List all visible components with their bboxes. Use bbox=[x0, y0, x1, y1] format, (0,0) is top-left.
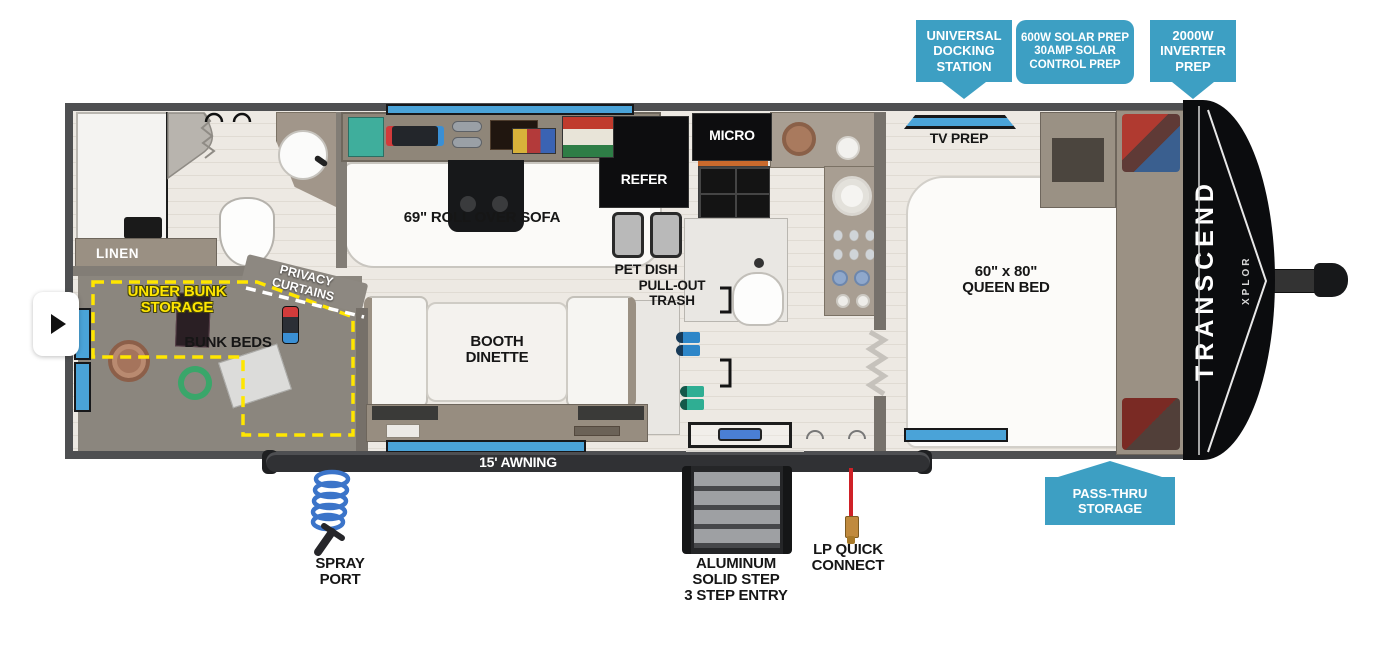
badge-inverter-prep: 2000W INVERTER PREP bbox=[1150, 20, 1236, 82]
awning-label: 15' AWNING bbox=[479, 454, 557, 470]
door-handle-1 bbox=[806, 430, 824, 439]
nightstand-opening bbox=[1052, 138, 1104, 182]
lp-fitting bbox=[845, 516, 859, 538]
pull-out-trash-label: PULL-OUT TRASH bbox=[638, 278, 706, 308]
sideboard-top-right bbox=[578, 406, 644, 420]
sofa-window bbox=[386, 104, 634, 115]
lp-fitting-tip bbox=[847, 536, 855, 544]
white-bowl-1 bbox=[836, 294, 850, 308]
glassware-set bbox=[830, 226, 876, 266]
dinette-bench-left bbox=[364, 296, 428, 408]
spray-port-label: SPRAY PORT bbox=[315, 555, 365, 589]
game-switch-dock bbox=[392, 126, 438, 146]
pet-dish-bowl-2 bbox=[650, 212, 682, 258]
tv-prep-label: TV PREP bbox=[929, 130, 989, 146]
bedroom-wall-upper bbox=[874, 112, 886, 330]
rear-window-lower bbox=[74, 362, 91, 412]
front-cap: TRANSCEND XPLOR bbox=[1183, 100, 1275, 460]
refer-label: REFER bbox=[620, 171, 668, 187]
bathroom-sink bbox=[278, 130, 328, 180]
brand-logo: TRANSCEND bbox=[1191, 179, 1219, 381]
awning-bar bbox=[266, 452, 930, 472]
wardrobe-clothes-bottom bbox=[1122, 398, 1180, 450]
pet-dish-label: PET DISH bbox=[614, 261, 678, 277]
game-console-item bbox=[282, 306, 299, 344]
linen-label: LINEN bbox=[96, 246, 139, 261]
microwave bbox=[692, 113, 772, 161]
queen-bed bbox=[906, 176, 1118, 448]
arrow-right-icon bbox=[50, 314, 66, 334]
under-bunk-storage-label: UNDER BUNK STORAGE bbox=[127, 283, 227, 317]
booth-dinette-label: BOOTH DINETTE bbox=[465, 333, 529, 367]
game-controller-2 bbox=[452, 137, 482, 148]
shoe-green-1 bbox=[680, 386, 704, 397]
dinette-bench-right bbox=[566, 296, 636, 408]
entry-steps-treads bbox=[694, 472, 780, 548]
stove-handle bbox=[698, 161, 768, 166]
sofa-cupholder-2 bbox=[492, 196, 508, 212]
bathroom-right-wall bbox=[336, 112, 347, 268]
brand-sub-logo: XPLOR bbox=[1241, 255, 1252, 305]
queen-bed-label: 60" x 80" QUEEN BED bbox=[962, 263, 1050, 297]
sofa-cupholder-1 bbox=[460, 196, 476, 212]
shoe-blue-1 bbox=[676, 332, 700, 343]
game-box-teal bbox=[348, 117, 384, 157]
carousel-next-button[interactable] bbox=[33, 292, 79, 356]
bunk-right-wall bbox=[356, 308, 368, 451]
sofa-console bbox=[448, 160, 524, 232]
sofa-label: 69" ROLL OVER SOFA bbox=[403, 209, 561, 226]
badge-solar-prep: 600W SOLAR PREP 30AMP SOLAR CONTROL PREP bbox=[1016, 20, 1134, 84]
badge-pass-thru-pointer bbox=[1058, 461, 1162, 477]
entry-door-device bbox=[718, 428, 762, 441]
sideboard-control-panel bbox=[574, 426, 620, 436]
shoes-blue-pair bbox=[676, 332, 700, 356]
shoe-green-2 bbox=[680, 399, 704, 410]
sideboard-drawer bbox=[386, 424, 420, 438]
large-plate bbox=[832, 176, 872, 216]
tv-prep-screen bbox=[904, 115, 1016, 129]
entry-step-label: ALUMINUM SOLID STEP 3 STEP ENTRY bbox=[684, 555, 788, 605]
shoe-blue-2 bbox=[676, 345, 700, 356]
kitchen-faucet bbox=[754, 258, 764, 268]
badge-universal-docking: UNIVERSAL DOCKING STATION bbox=[916, 20, 1012, 82]
game-box-stack bbox=[512, 128, 556, 154]
pet-dish-bowl-1 bbox=[612, 212, 644, 258]
kitchen-sink bbox=[732, 272, 784, 326]
white-bowl-2 bbox=[856, 294, 870, 308]
stove-range bbox=[698, 166, 770, 218]
door-handle-2 bbox=[848, 430, 866, 439]
sideboard-top-left bbox=[372, 406, 438, 420]
brown-bowl bbox=[782, 122, 816, 156]
spray-port-coil bbox=[310, 469, 351, 532]
lp-quick-connect-label: LP QUICK CONNECT bbox=[811, 541, 885, 575]
spray-port-nozzle bbox=[314, 523, 345, 556]
game-box-monopoly bbox=[562, 116, 614, 158]
bedroom-window bbox=[904, 428, 1008, 442]
game-controller-1 bbox=[452, 121, 482, 132]
shower-fixture bbox=[124, 217, 162, 239]
shoes-green-pair bbox=[680, 386, 704, 410]
badge-inverter-prep-pointer bbox=[1172, 82, 1214, 99]
dinette-table bbox=[426, 302, 568, 402]
wardrobe-clothes-top bbox=[1122, 114, 1180, 172]
blue-plate-1 bbox=[832, 270, 848, 286]
small-plate bbox=[836, 136, 860, 160]
bunk-beds-label: BUNK BEDS bbox=[184, 334, 272, 351]
blue-plate-2 bbox=[854, 270, 870, 286]
hitch-coupler bbox=[1314, 263, 1348, 297]
micro-label: MICRO bbox=[709, 127, 755, 143]
bathroom-bottom-wall bbox=[73, 266, 255, 276]
bedroom-wall-lower bbox=[874, 396, 886, 451]
badge-universal-docking-pointer bbox=[942, 82, 986, 99]
round-rug bbox=[108, 340, 150, 382]
badge-pass-thru-storage: PASS-THRU STORAGE bbox=[1045, 477, 1175, 525]
refrigerator bbox=[599, 116, 689, 208]
shower-glass-divider bbox=[166, 112, 168, 244]
